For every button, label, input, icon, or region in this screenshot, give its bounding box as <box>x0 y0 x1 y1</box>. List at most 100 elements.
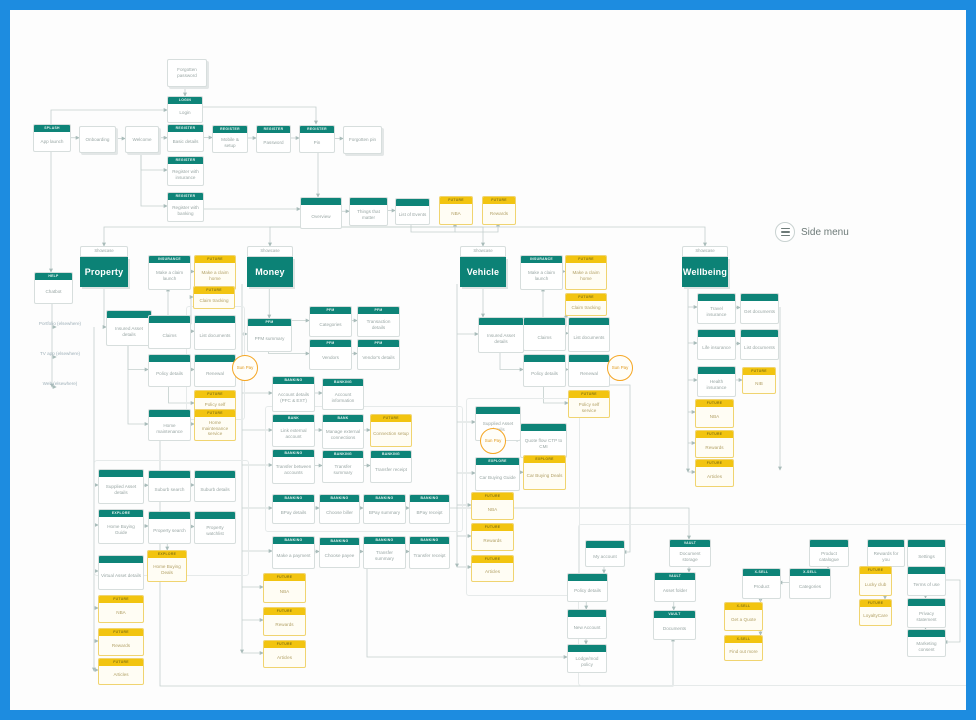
forgotten-password-node[interactable]: Forgotten password <box>167 59 207 87</box>
onboarding-node[interactable]: Onboarding <box>79 126 116 153</box>
w-travel-node[interactable]: Travel insurance <box>697 293 736 324</box>
b-settings-node[interactable]: Settings <box>907 539 946 567</box>
v-policy-details-node[interactable]: Policy details <box>523 354 566 387</box>
b-rewards-you-node[interactable]: Rewards for you <box>867 539 905 567</box>
v-claims-node[interactable]: Claims <box>523 317 566 351</box>
p-supplied-node[interactable]: Supplied Asset details <box>98 469 144 504</box>
forgotten-pin-node[interactable]: Forgotten pin <box>343 126 382 154</box>
b-my-account-node[interactable]: My account <box>585 540 625 567</box>
p-suburb-details-node[interactable]: Suburb details <box>194 470 236 502</box>
b-product-cat-node[interactable]: Product catalogue <box>809 539 849 567</box>
overview-node[interactable]: Overview <box>300 197 342 229</box>
w-life-node[interactable]: Life insurance <box>697 329 736 360</box>
p-policy-details-node[interactable]: Policy details <box>148 354 191 387</box>
welcome-node[interactable]: Welcome <box>125 126 159 153</box>
v-asset-node[interactable]: Insured Asset details <box>478 317 524 353</box>
p-virtual-node[interactable]: Virtual Asset details <box>98 555 144 590</box>
hamburger-menu-icon[interactable] <box>775 222 795 242</box>
b-terms-node[interactable]: Terms of use <box>907 566 946 596</box>
p-renewal-node[interactable]: Renewal <box>194 354 236 387</box>
things-that-matter-node[interactable]: Things that matter <box>349 197 388 226</box>
p-prop-search-node[interactable]: Property search <box>148 511 191 544</box>
p-list-docs-node[interactable]: List documents <box>194 315 236 350</box>
list-of-events-node[interactable]: List of Events <box>395 198 430 225</box>
w-health-node[interactable]: Health insurance <box>697 366 736 397</box>
p-suburb-search-node[interactable]: Suburb search <box>148 470 191 502</box>
v-quote-node[interactable]: Quote flow CTP to CMI <box>520 423 567 458</box>
b-privacy-node[interactable]: Privacy statement <box>907 598 946 628</box>
v-list-docs-node[interactable]: List documents <box>568 317 610 352</box>
p-prop-watch-node[interactable]: Property watchlist <box>194 511 236 544</box>
b-lodge-node[interactable]: Lodge/mod policy <box>567 644 607 673</box>
p-asset-node[interactable]: Insured Asset details <box>106 310 152 346</box>
b-new-account-node[interactable]: New Account <box>567 609 607 639</box>
b-policy-details-node[interactable]: Policy details <box>567 573 608 602</box>
w-list-docs-node[interactable]: List documents <box>740 329 779 360</box>
